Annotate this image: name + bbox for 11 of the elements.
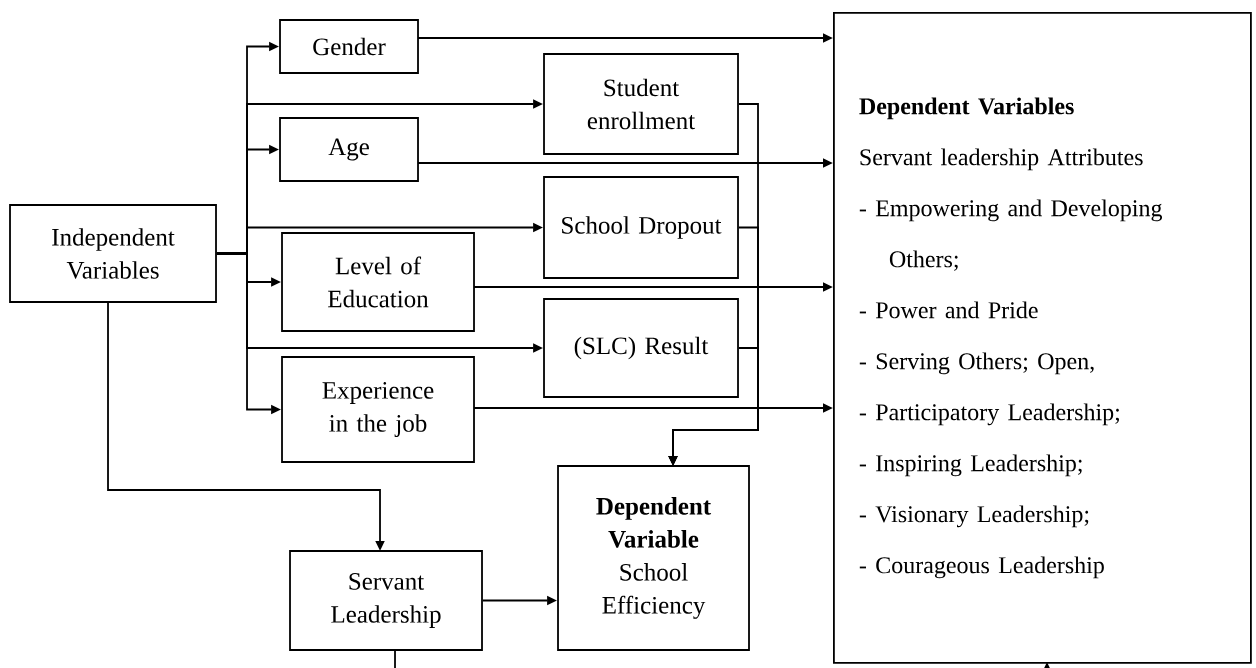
attributes-box: Dependent Variables Servant leadership Attributes - Empowering and Developing Others; - Power and Pride - Serving Others; Open, - Participatory Leadership; - Inspiring Leadership; - Visionary Leadership; - Courageous Leadership [833, 12, 1252, 664]
variable-box: Age [279, 117, 419, 182]
variable-box: Student enrollment [543, 53, 739, 155]
variable-box: Level of Education [281, 232, 475, 332]
variable-box: Servant Leadership [289, 550, 483, 651]
variable-box: (SLC) Result [543, 298, 739, 398]
variable-box: Gender [279, 19, 419, 74]
variable-box: Experience in the job [281, 356, 475, 463]
variable-box: Dependent Variable School Efficiency [557, 465, 750, 651]
variable-box: Independent Variables [9, 204, 217, 303]
variable-box: School Dropout [543, 176, 739, 279]
